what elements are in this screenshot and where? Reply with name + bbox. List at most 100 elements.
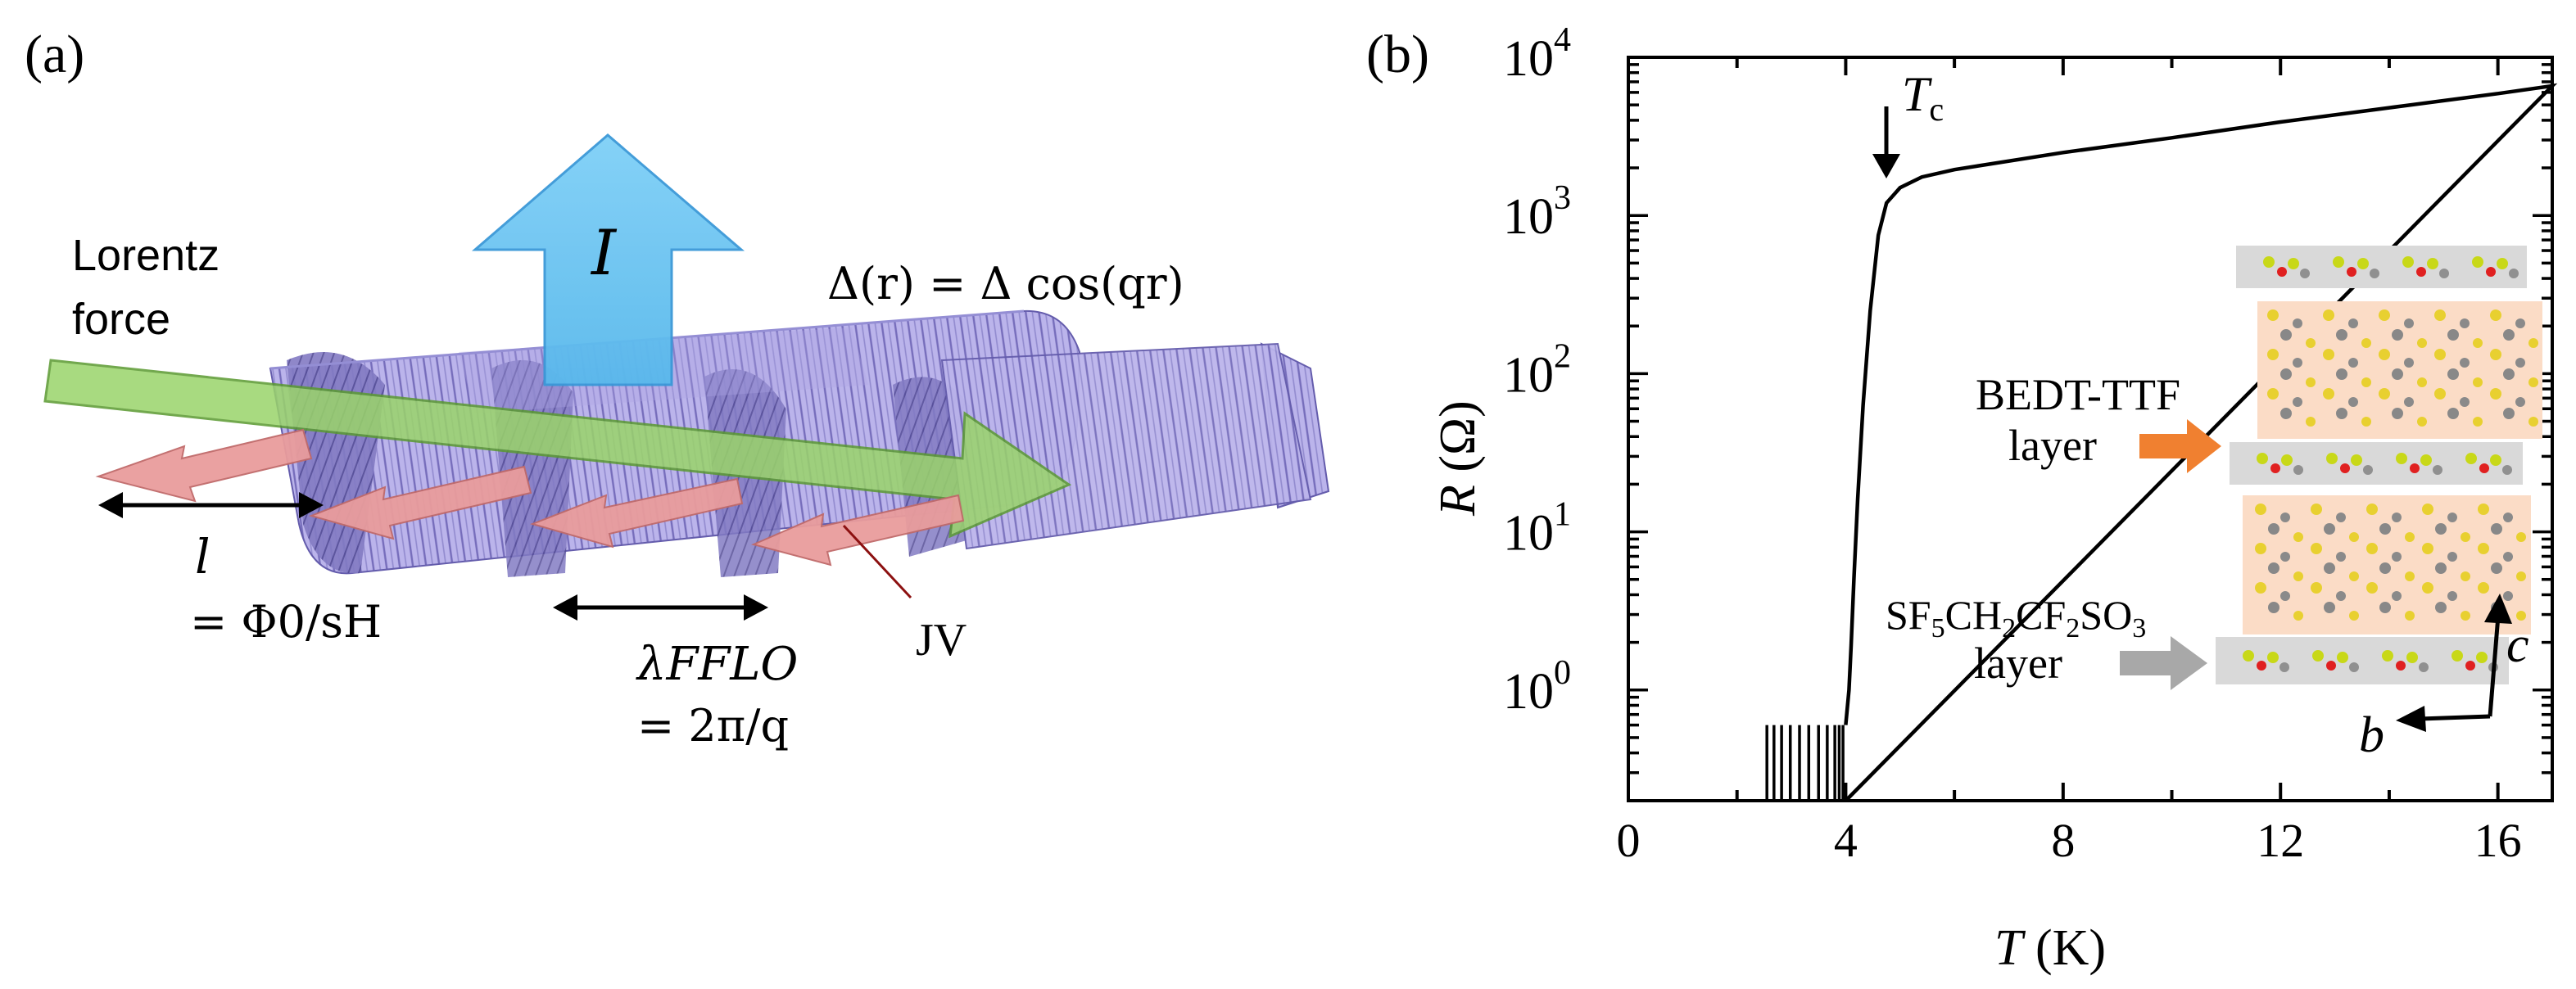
atom [2490, 309, 2501, 321]
atom [2405, 611, 2415, 621]
atom [2361, 417, 2371, 427]
atom [2392, 513, 2402, 522]
atom [2349, 571, 2359, 581]
atom [2293, 532, 2303, 542]
atom [2461, 571, 2470, 581]
y-tick-label: 101 [1503, 496, 1571, 562]
atom [2267, 349, 2279, 360]
atom [2404, 318, 2414, 328]
crystal-structure-inset [2216, 246, 2542, 684]
atom [2280, 408, 2292, 419]
atom [2402, 256, 2414, 268]
atom [2422, 543, 2433, 554]
atom [2392, 408, 2403, 419]
atom [2435, 602, 2447, 613]
atom [2312, 650, 2324, 662]
atom [2503, 552, 2513, 562]
atom [2270, 463, 2280, 473]
supercurrent-arrows [95, 428, 965, 567]
atom [2267, 652, 2279, 663]
atom [2392, 591, 2402, 601]
atom [2473, 338, 2483, 348]
atom [2447, 513, 2457, 522]
atom [2337, 652, 2348, 663]
atom [2515, 358, 2525, 368]
atom [2311, 543, 2322, 554]
lorentz-label-line1: Lorentz [72, 231, 220, 280]
atom [2243, 650, 2254, 662]
atom [2280, 368, 2292, 380]
atom [2447, 552, 2457, 562]
atom [2311, 582, 2322, 594]
axis-b-label: b [2359, 707, 2384, 763]
atom [2473, 417, 2483, 427]
y-axis-label: R (Ω) [1430, 400, 1486, 517]
atom [2361, 338, 2371, 348]
atom [2460, 397, 2470, 407]
atom [2379, 562, 2391, 574]
atom [2293, 571, 2303, 581]
atom [2349, 611, 2359, 621]
atom [2515, 397, 2525, 407]
atom [2435, 562, 2447, 574]
atom [2306, 377, 2316, 387]
atom [2490, 388, 2501, 400]
atom [2435, 523, 2447, 535]
atom [2461, 532, 2470, 542]
atom [2392, 329, 2403, 341]
atom [2528, 338, 2538, 348]
atom [2491, 523, 2502, 535]
atom [2427, 258, 2438, 269]
atom [2490, 349, 2501, 360]
atom [2300, 269, 2310, 278]
panel-b-label: (b) [1366, 25, 1429, 84]
atom [2528, 417, 2538, 427]
atom [2336, 408, 2347, 419]
atom [2267, 388, 2279, 400]
atom [2417, 338, 2427, 348]
l-symbol: l [195, 529, 211, 585]
atom [2268, 602, 2279, 613]
atom [2392, 552, 2402, 562]
atom [2396, 661, 2406, 671]
current-label: I [590, 216, 618, 289]
atom [2324, 602, 2335, 613]
x-axis-label: T (K) [1994, 920, 2106, 976]
lorentz-label-line2: force [72, 295, 170, 344]
atom [2340, 463, 2350, 473]
atom [2326, 661, 2336, 671]
tc-arrow [1872, 106, 1900, 178]
atom [2439, 269, 2449, 278]
atom [2277, 267, 2287, 277]
atom [2257, 453, 2268, 464]
atom [2461, 611, 2470, 621]
atom [2361, 377, 2371, 387]
atom [2452, 650, 2463, 662]
atom [2490, 454, 2501, 466]
atom [2528, 377, 2538, 387]
atom [2404, 397, 2414, 407]
atom [2460, 318, 2470, 328]
jv-label: JV [916, 615, 967, 666]
anion-arrow [2120, 636, 2207, 690]
resistance-curve [1844, 83, 2558, 802]
atom [2465, 453, 2477, 464]
y-tick-label: 100 [1503, 654, 1571, 720]
atom [2379, 349, 2390, 360]
atom [2503, 591, 2513, 601]
atom [2396, 453, 2407, 464]
atom [2280, 513, 2290, 522]
atom [2460, 358, 2470, 368]
atom [2268, 562, 2279, 574]
atom [2447, 368, 2459, 380]
atom [2348, 318, 2358, 328]
lambda-formula: = 2π/q [637, 700, 789, 752]
atom [2324, 562, 2335, 574]
atom [2363, 465, 2373, 475]
atom [2491, 562, 2502, 574]
atom [2382, 650, 2393, 662]
atom [2516, 571, 2526, 581]
atom [2293, 358, 2302, 368]
